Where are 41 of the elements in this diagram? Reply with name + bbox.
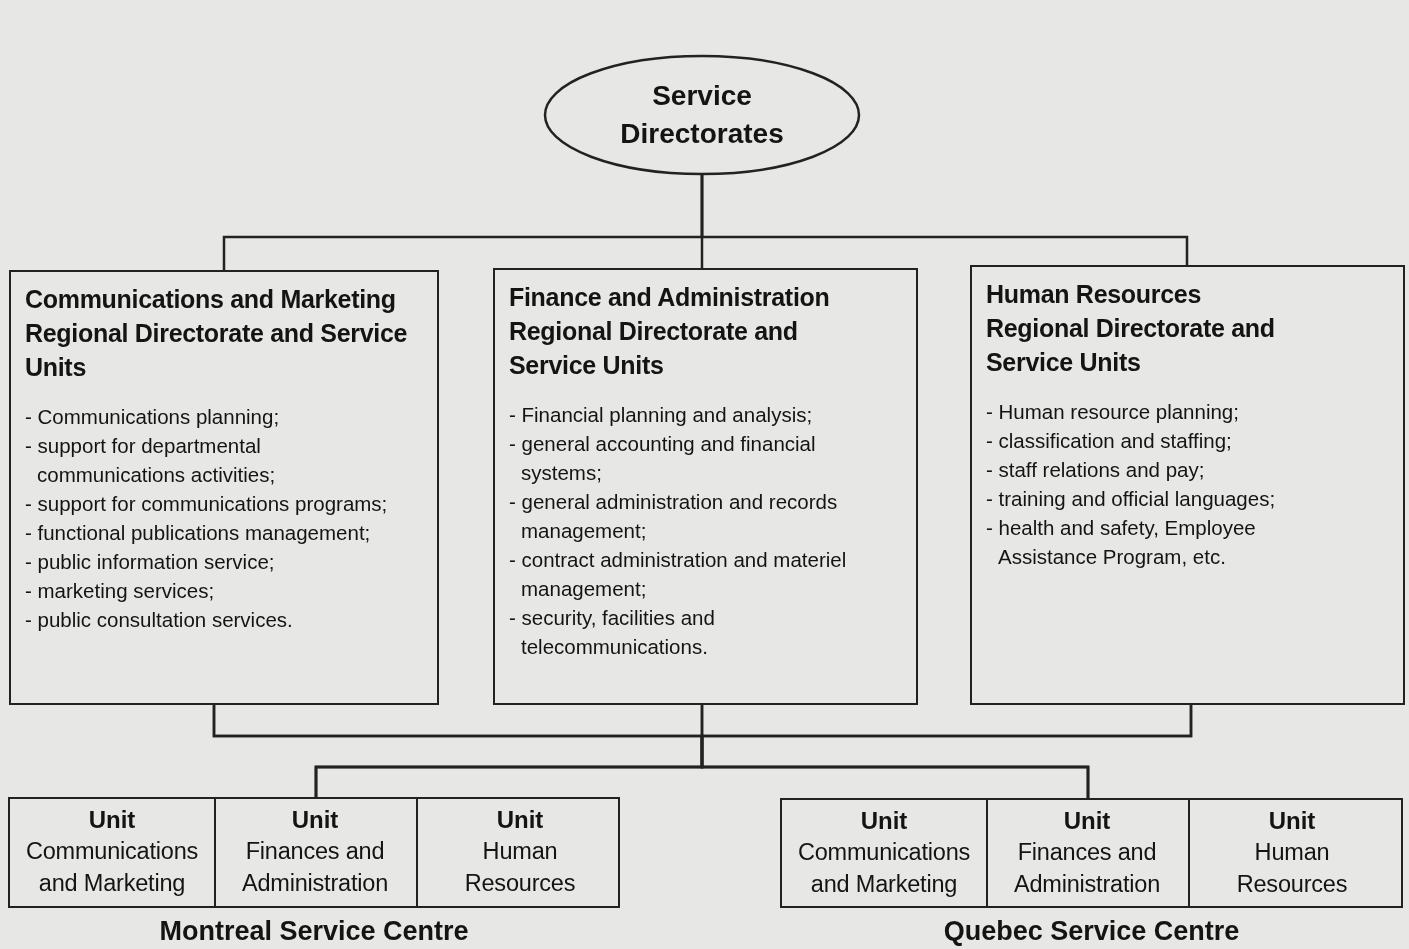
unit-heading: Unit [495,805,545,835]
list-item: - marketing services; [25,578,216,604]
ellipse-label: Service Directorates [619,79,785,151]
directorate-box [9,270,439,705]
unit-heading: Unit [1062,806,1112,836]
list-item: - public consultation services. [25,607,294,633]
list-item: - health and safety, Employee Assistance Program, etc. [986,515,1257,570]
list-item: - functional publications management; [25,520,372,546]
list-item: - contract administration and materiel management; [509,547,848,602]
box-heading: Communications and Marketing Regional Directorate and Service Units [25,284,409,383]
directorate-ellipse [544,55,860,175]
box-heading: Human Resources Regional Directorate and Service Units [986,279,1276,378]
unit-name: Human Resources [1235,838,1349,899]
list-item: - support for communications programs; [25,491,389,517]
unit-name: Communications and Marketing [24,837,200,898]
list-item: - general accounting and financial systems; [509,431,817,486]
unit-name: Finances and Administration [240,837,390,898]
list-item: - classification and staffing; [986,428,1233,454]
list-item: - public information service; [25,549,276,575]
directorate-box [970,265,1405,705]
list-item: - Financial planning and analysis; [509,402,814,428]
list-item: - security, facilities and telecommunications. [509,605,716,660]
box-heading: Finance and Administration Regional Directorate and Service Units [509,282,831,381]
list-item: - staff relations and pay; [986,457,1206,483]
unit-name: Finances and Administration [1012,838,1162,899]
service-centre-title: Montreal Service Centre [158,916,470,946]
unit-name: Communications and Marketing [796,838,972,899]
list-item: - Human resource planning; [986,399,1240,425]
service-centre-title: Quebec Service Centre [942,916,1241,946]
list-item: - training and official languages; [986,486,1277,512]
directorate-box [493,268,918,705]
unit-heading: Unit [87,805,137,835]
connector-line [700,175,1189,265]
unit-heading: Unit [290,805,340,835]
unit-heading: Unit [859,806,909,836]
unit-heading: Unit [1267,806,1317,836]
connector-line [700,705,1193,798]
list-item: - Communications planning; [25,404,281,430]
list-item: - support for departmental communications activities; [25,433,277,488]
list-item: - general administration and records management; [509,489,839,544]
unit-name: Human Resources [463,837,577,898]
